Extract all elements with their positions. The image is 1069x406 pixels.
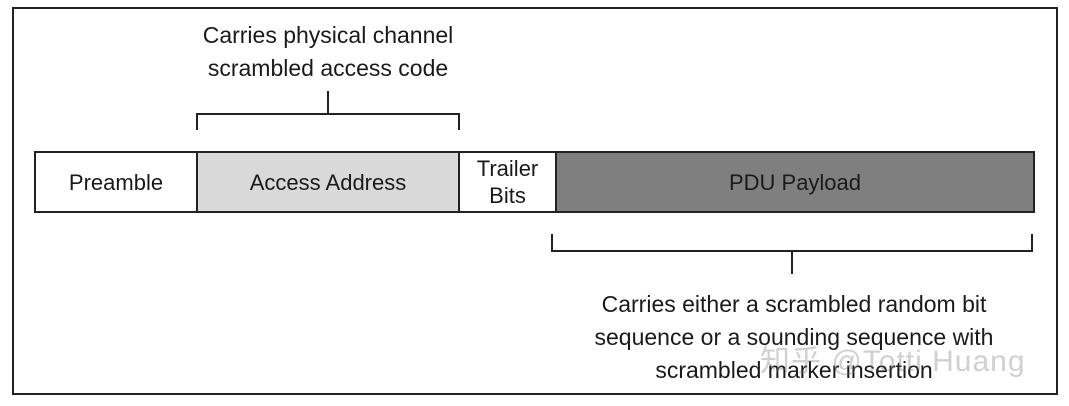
annotation-line: scrambled access code: [207, 55, 449, 81]
preamble-field: Preamble: [34, 151, 198, 213]
diagram-frame: [12, 7, 1058, 395]
field-label: Access Address: [249, 169, 407, 195]
packet-format-row: Preamble Access Address Trailer Bits PDU…: [34, 151, 1035, 213]
watermark-text: 知乎 @Totti Huang: [760, 345, 1026, 378]
annotation-line: Carries either a scrambled random bit: [601, 291, 987, 317]
field-label: PDU Payload: [728, 169, 862, 195]
annotation-line: sequence or a sounding sequence with: [594, 324, 994, 350]
annotation-line: scrambled marker insertion: [655, 357, 933, 383]
pdu-payload-annotation: Carries either a scrambled random bit se…: [540, 288, 1048, 387]
pdu-payload-field: PDU Payload: [555, 151, 1035, 213]
access-address-field: Access Address: [196, 151, 460, 213]
pdu-payload-bracket: [551, 234, 1033, 274]
access-address-bracket: [196, 91, 460, 130]
annotation-line: Carries physical channel: [202, 22, 454, 48]
trailer-bits-field: Trailer Bits: [458, 151, 557, 213]
field-label: Trailer: [476, 156, 539, 181]
field-label: Bits: [489, 183, 526, 208]
access-code-annotation: Carries physical channel scrambled acces…: [130, 19, 526, 85]
field-label: Preamble: [68, 169, 164, 195]
